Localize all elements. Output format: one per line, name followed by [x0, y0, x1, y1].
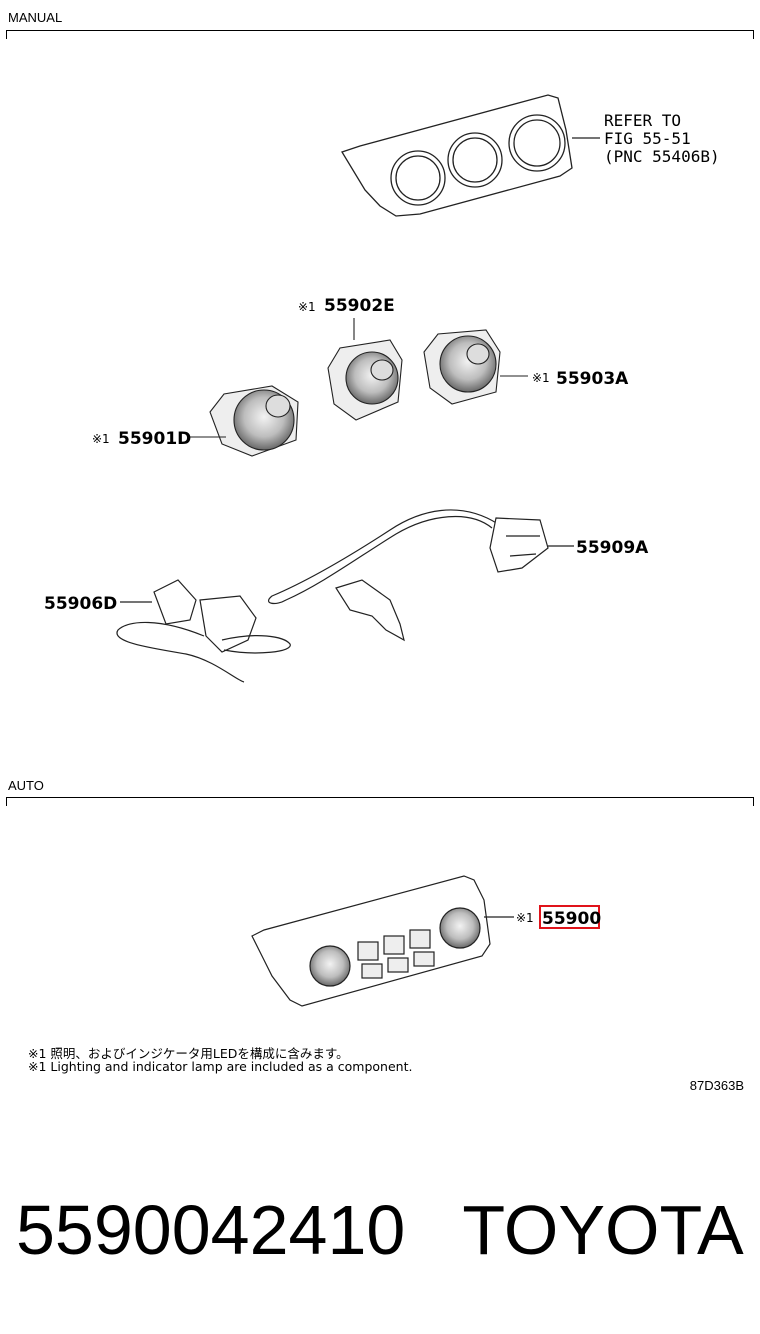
callout-55902e: 55902E — [324, 296, 395, 316]
callout-55901d: 55901D — [118, 429, 191, 449]
callout-55903a: 55903A — [556, 369, 629, 389]
refer-note-line3: (PNC 55406B) — [604, 147, 720, 166]
knob-55901d-drawing — [190, 385, 299, 457]
callout-55901d-mark: ※1 — [92, 432, 110, 446]
section-rule-auto — [6, 797, 754, 806]
callout-55900-highlight — [539, 905, 600, 929]
part-number-title: 5590042410 TOYOTA — [16, 1191, 744, 1269]
callout-55900-mark: ※1 — [516, 911, 534, 925]
callout-55909a: 55909A — [576, 538, 649, 558]
callout-55902e-mark: ※1 — [298, 300, 316, 314]
section-label-manual: MANUAL — [8, 10, 63, 25]
refer-note-line2: FIG 55-51 — [604, 129, 691, 148]
footnote-english: ※1 Lighting and indicator lamp are inclu… — [28, 1059, 413, 1074]
section-label-auto: AUTO — [8, 778, 44, 793]
knob-55902e-drawing — [327, 318, 403, 421]
cable-assembly-drawing — [116, 509, 574, 683]
figure-code: 87D363B — [689, 1078, 744, 1093]
knob-55903a-drawing — [423, 329, 528, 405]
callout-55906d: 55906D — [44, 594, 117, 614]
footnote-japanese: ※1 照明、およびインジケータ用LEDを構成に含みます。 — [28, 1046, 349, 1061]
auto-control-panel-drawing — [251, 875, 514, 1007]
callout-55900: 55900 — [542, 909, 601, 929]
callout-55903a-mark: ※1 — [532, 371, 550, 385]
refer-note-line1: REFER TO — [604, 111, 681, 130]
bezel-panel-drawing — [341, 94, 600, 217]
section-rule-manual — [6, 30, 754, 39]
